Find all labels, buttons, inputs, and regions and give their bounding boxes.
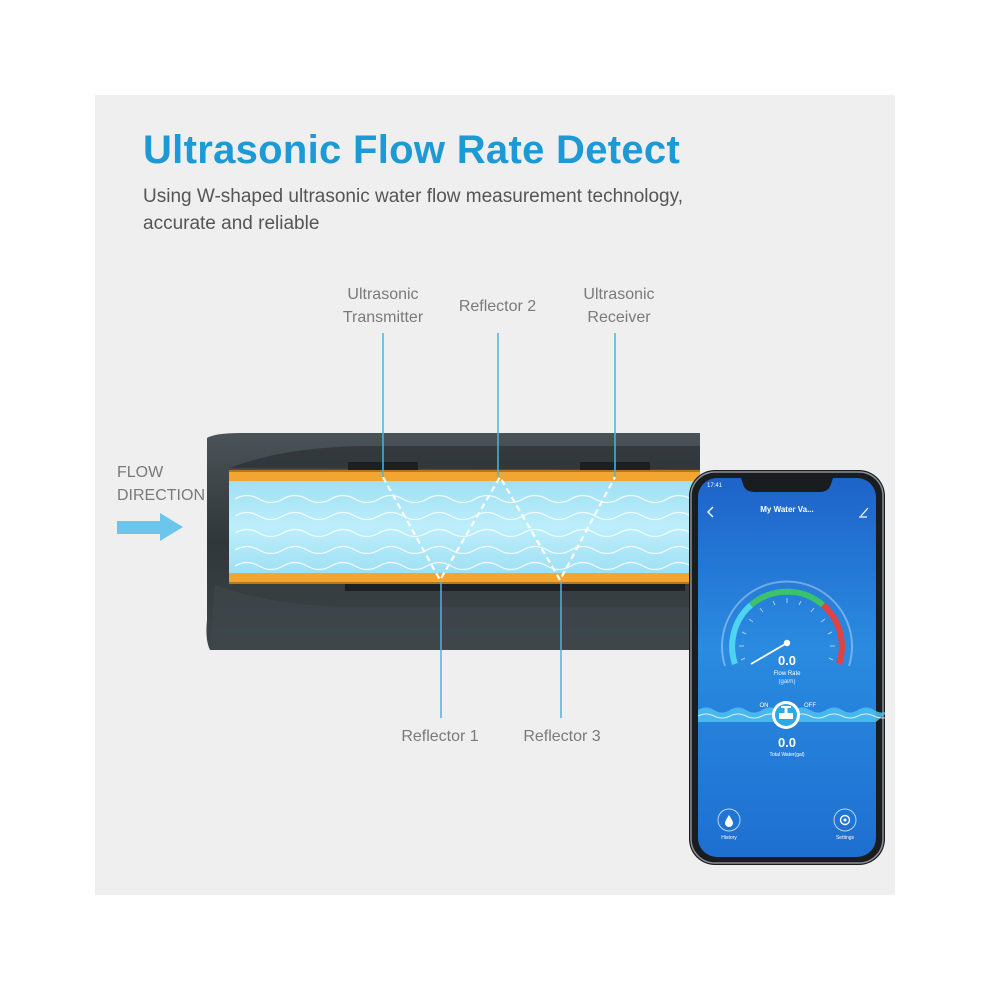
phone-screen (698, 478, 876, 857)
housing-lower-curve (210, 585, 700, 650)
edit-icon (859, 507, 869, 518)
water-waves (234, 494, 700, 571)
gauge-needle (750, 642, 788, 665)
flow-value: 0.0 (777, 653, 797, 668)
reflector3-label: Reflector 3 (523, 728, 601, 745)
pipe-top-wall (229, 470, 700, 481)
back-arrow-icon (707, 506, 714, 518)
pipe-water (229, 481, 700, 573)
status-time: 17:41 (707, 483, 723, 489)
water-drop-icon (717, 808, 741, 832)
settings-label[interactable]: Settings (835, 835, 855, 841)
page-title: Ultrasonic Flow Rate Detect (143, 128, 681, 172)
flow-direction-label: FLOW DIRECTION (117, 461, 205, 507)
total-value: 0.0 (777, 735, 797, 750)
page-subtitle: Using W-shaped ultrasonic water flow mea… (143, 183, 763, 237)
reflector1-label: Reflector 1 (401, 728, 479, 745)
valve-icon (772, 701, 800, 729)
settings-icon (833, 808, 857, 832)
receiver-label: Ultrasonic Receiver (554, 283, 684, 329)
transmitter-label-line1: Ultrasonic (347, 286, 419, 303)
history-label[interactable]: History (721, 835, 737, 841)
subtitle-line-1: Using W-shaped ultrasonic water flow mea… (143, 186, 683, 207)
pipe-bottom-wall (229, 573, 700, 584)
subtitle-line-2: accurate and reliable (143, 213, 320, 234)
housing-inner-top (230, 446, 700, 470)
flow-arrow-icon (117, 513, 183, 541)
off-label[interactable]: OFF (804, 703, 816, 709)
receiver-label-line2: Receiver (587, 309, 651, 326)
flow-label: Flow Rate (773, 671, 801, 677)
flow-gauge (721, 580, 853, 667)
app-title: My Water Va... (760, 505, 814, 514)
transmitter-label-line2: Transmitter (342, 309, 424, 326)
phone-notch (741, 478, 833, 492)
transmitter-label: Ultrasonic Transmitter (318, 283, 448, 329)
total-label: Total Water(gal) (769, 752, 805, 758)
on-label[interactable]: ON (759, 703, 769, 709)
flow-unit: (gal/h) (778, 679, 796, 685)
ultrasonic-w-path (382, 474, 616, 583)
receiver-label-line1: Ultrasonic (583, 286, 655, 303)
reflector-bottom-plate (345, 582, 685, 591)
phone-mockup (689, 470, 885, 865)
flow-label-line1: FLOW (117, 464, 164, 481)
reflector2-label: Reflector 2 (458, 298, 537, 315)
flow-label-line2: DIRECTION (117, 487, 205, 504)
